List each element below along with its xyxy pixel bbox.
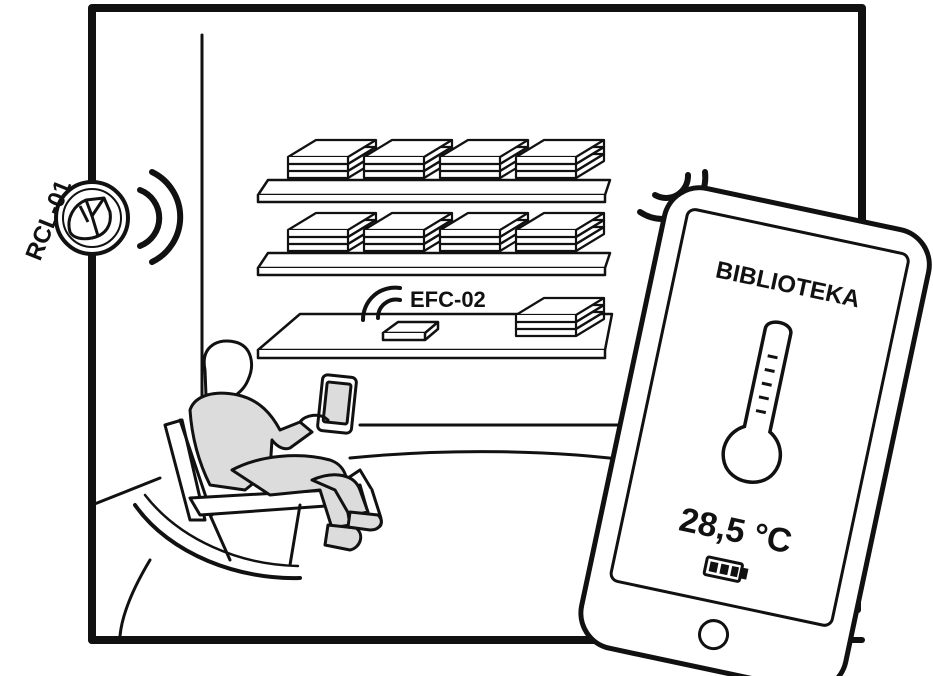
book-stack [288, 140, 376, 178]
shelf-sensor-label: EFC-02 [410, 287, 486, 312]
book-stack [440, 140, 528, 178]
shelf-middle [258, 253, 610, 275]
book-stack [364, 140, 452, 178]
book-stack [288, 213, 376, 251]
wall-sensor-signal-icon [140, 172, 180, 262]
tablet-device: BIBLIOTEKA 28,5 °C [574, 181, 933, 676]
shelf-top [258, 180, 610, 202]
book-stack [440, 213, 528, 251]
reading-person [190, 341, 381, 550]
book-stack [516, 140, 604, 178]
book-stack [364, 213, 452, 251]
book-stack [516, 213, 604, 251]
